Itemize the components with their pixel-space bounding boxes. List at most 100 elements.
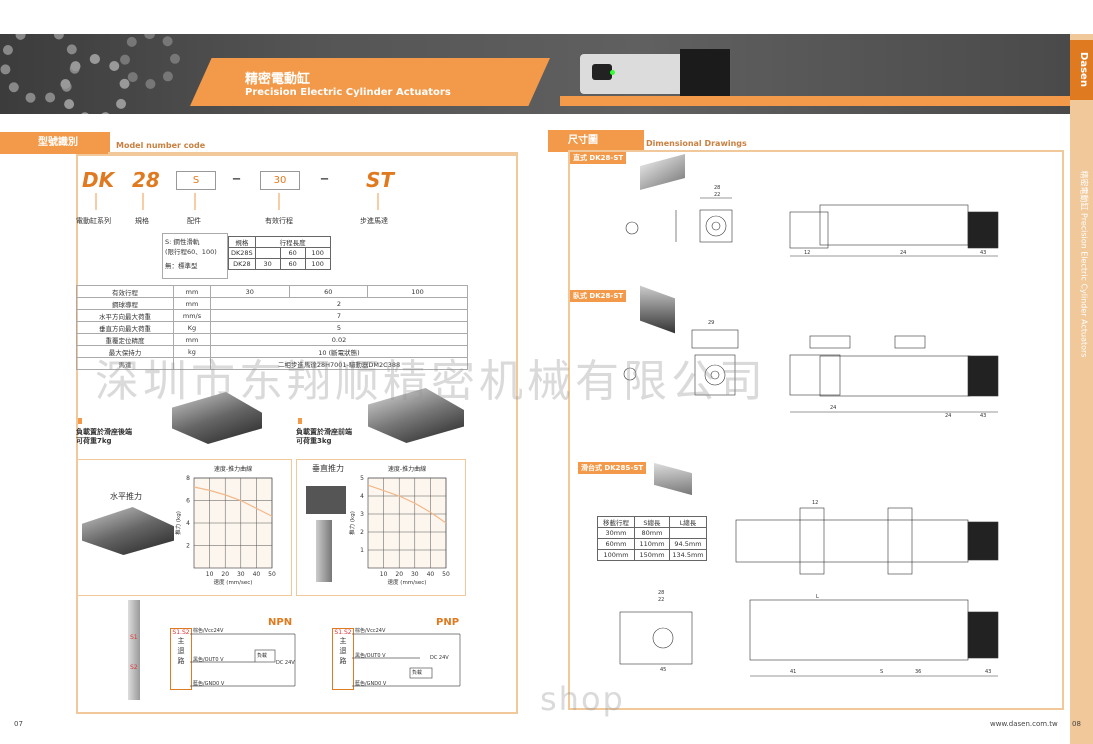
motor-photo [680, 49, 730, 99]
gear-icon [60, 54, 130, 114]
y-tick-label: 8 [186, 475, 190, 482]
npn-black: 黑色/OUT0 V [193, 657, 224, 663]
code-series: DK [82, 168, 115, 192]
dim-41: 41 [790, 669, 797, 675]
sensor-s1: S1 [130, 634, 138, 641]
x-tick-label: 10 [206, 571, 214, 578]
dim-l: L [816, 594, 819, 600]
bullet-icon [298, 418, 302, 424]
dim-36: 36 [915, 669, 922, 675]
table-header: 規格 [228, 236, 256, 248]
pnp-dc: DC 24V [430, 655, 449, 661]
drawing-horizontal [623, 329, 999, 413]
code-dash: – [232, 168, 241, 189]
table-cell: 94.5mm [669, 538, 707, 550]
table-cell: 水平方向最大荷重 [76, 309, 174, 322]
npn-load: 負載 [257, 653, 268, 659]
section-header-model: 型號識別 [0, 132, 110, 154]
x-tick-label: 50 [442, 571, 450, 578]
y-tick-label: 2 [186, 543, 190, 550]
npn-brown: 棕色/Vcc24V [193, 628, 224, 634]
section-subtitle: Dimensional Drawings [646, 139, 747, 148]
model-frame [76, 154, 518, 714]
circuit-label: S1.S2 [334, 629, 352, 636]
pnp-label: PNP [436, 617, 460, 628]
table-cell: 60 [288, 285, 369, 298]
x-tick-label: 10 [380, 571, 388, 578]
npn-label: NPN [268, 617, 293, 628]
dim-23: 22 [658, 597, 665, 603]
dim-43b: 43 [980, 413, 987, 419]
sensor-s2: S2 [130, 664, 138, 671]
table-cell: 0.02 [210, 333, 468, 346]
label-series: 電動缸系列 [76, 217, 111, 225]
y-tick-label: 2 [360, 529, 364, 536]
circuit-main: 主 迴 路 [339, 637, 347, 665]
table-header: 行程長度 [254, 236, 331, 248]
table-cell: mm [173, 333, 211, 346]
sub-header-vertical: 直式 DK28-ST [570, 152, 627, 164]
table-cell [254, 247, 281, 259]
table-cell: 60 [279, 247, 306, 259]
code-motor: ST [366, 168, 395, 192]
page-title: 精密電動缸 [245, 72, 311, 87]
gear-icon [120, 34, 180, 89]
y-tick-label: 4 [360, 493, 364, 500]
side-tab [1070, 34, 1093, 744]
label-motor: 步進馬達 [360, 217, 388, 225]
x-tick-label: 20 [221, 571, 229, 578]
load-note-1a: 負載置於滑座後端 [76, 428, 132, 436]
brand-name: Dasen [1077, 52, 1089, 87]
pnp-brown: 棕色/Vcc24V [355, 628, 386, 634]
table-cell: 134.5mm [669, 549, 707, 561]
dim-12b: 12 [812, 500, 819, 506]
top-bar [0, 0, 1093, 34]
table-cell: 垂直方向最大荷重 [76, 321, 174, 334]
y-tick-label: 4 [186, 520, 190, 527]
label-accessory: 配件 [187, 217, 201, 225]
y-tick-label: 5 [360, 475, 364, 482]
pnp-blue: 藍色/GND0 V [355, 681, 387, 687]
page-subtitle: Precision Electric Cylinder Actuators [245, 87, 451, 98]
npn-blue: 藍色/GND0 V [193, 681, 225, 687]
table-cell: mm [173, 297, 211, 310]
code-arrows [95, 193, 379, 210]
watermark-url: shop [540, 680, 625, 718]
x-axis-label: 速度 (mm/sec) [388, 578, 427, 586]
table-cell: 7 [210, 309, 468, 322]
note-line: S: 鋼性滑軌 [165, 238, 200, 246]
table-cell: mm [173, 285, 211, 298]
dim-43: 43 [980, 250, 987, 256]
header-banner [0, 34, 1070, 114]
label-stroke: 有效行程 [265, 217, 293, 225]
y-tick-label: 1 [360, 547, 364, 554]
bullet-icon [78, 418, 82, 424]
vertical-actuator-photo [316, 520, 332, 582]
dim-24b: 24 [830, 405, 837, 411]
table-cell: 二相步進馬達28H7001-驅動器DM2C388 [210, 357, 468, 370]
x-tick-label: 30 [237, 571, 245, 578]
horizontal-chart-label: 水平推力 [110, 492, 142, 501]
x-axis-label: 速度 (mm/sec) [214, 578, 253, 586]
table-header: L總長 [669, 516, 707, 528]
circuit-main: 主 迴 路 [177, 637, 185, 665]
table-cell: 5 [210, 321, 468, 334]
y-tick-label: 6 [186, 498, 190, 505]
drawing-straight [625, 197, 999, 257]
table-cell: 60mm [597, 538, 635, 550]
pnp-circuit-box: S1.S2 主 迴 路 [332, 628, 354, 690]
sub-header-slide: 滑台式 DK28S-ST [578, 462, 647, 474]
circuit-label: S1.S2 [172, 629, 190, 636]
code-stroke: 30 [260, 171, 300, 190]
orange-strip [560, 96, 1070, 106]
